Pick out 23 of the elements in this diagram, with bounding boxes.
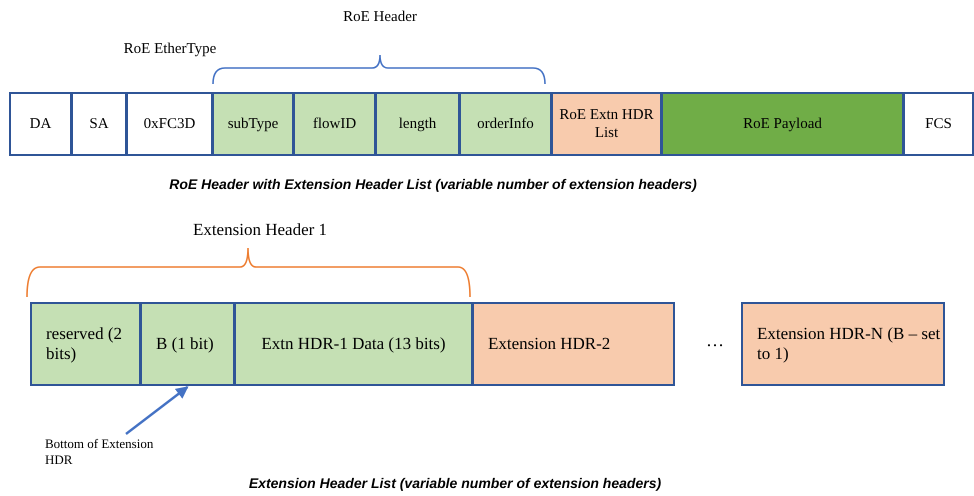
- field-box: length: [375, 92, 460, 156]
- field-box: 0xFC3D: [126, 92, 213, 156]
- field-box: Extension HDR-N (B – set to 1): [741, 302, 945, 386]
- field-box: FCS: [903, 92, 974, 156]
- caption: Extension Header List (variable number of extension headers): [248, 475, 662, 491]
- caption: RoE Header with Extension Header List (variable number of extension headers): [168, 176, 698, 192]
- field-box: Extension HDR-2: [472, 302, 675, 386]
- field-box: flowID: [293, 92, 376, 156]
- ellipsis: …: [705, 330, 725, 352]
- field-box: reserved (2 bits): [30, 302, 141, 386]
- bracket-label: Extension Header 1: [192, 220, 328, 240]
- field-box: RoE Extn HDR List: [551, 92, 662, 156]
- field-box: Extn HDR-1 Data (13 bits): [234, 302, 473, 386]
- field-label: RoE EtherType: [122, 40, 218, 58]
- field-box: RoE Payload: [661, 92, 904, 156]
- field-box: subType: [212, 92, 294, 156]
- field-box: B (1 bit): [140, 302, 235, 386]
- arrow: [125, 386, 188, 435]
- bracket-label: RoE Header: [342, 8, 418, 26]
- field-box: orderInfo: [459, 92, 552, 156]
- field-box: DA: [9, 92, 72, 156]
- field-box: SA: [71, 92, 127, 156]
- annotation-text: Bottom of Extension HDR: [45, 436, 180, 476]
